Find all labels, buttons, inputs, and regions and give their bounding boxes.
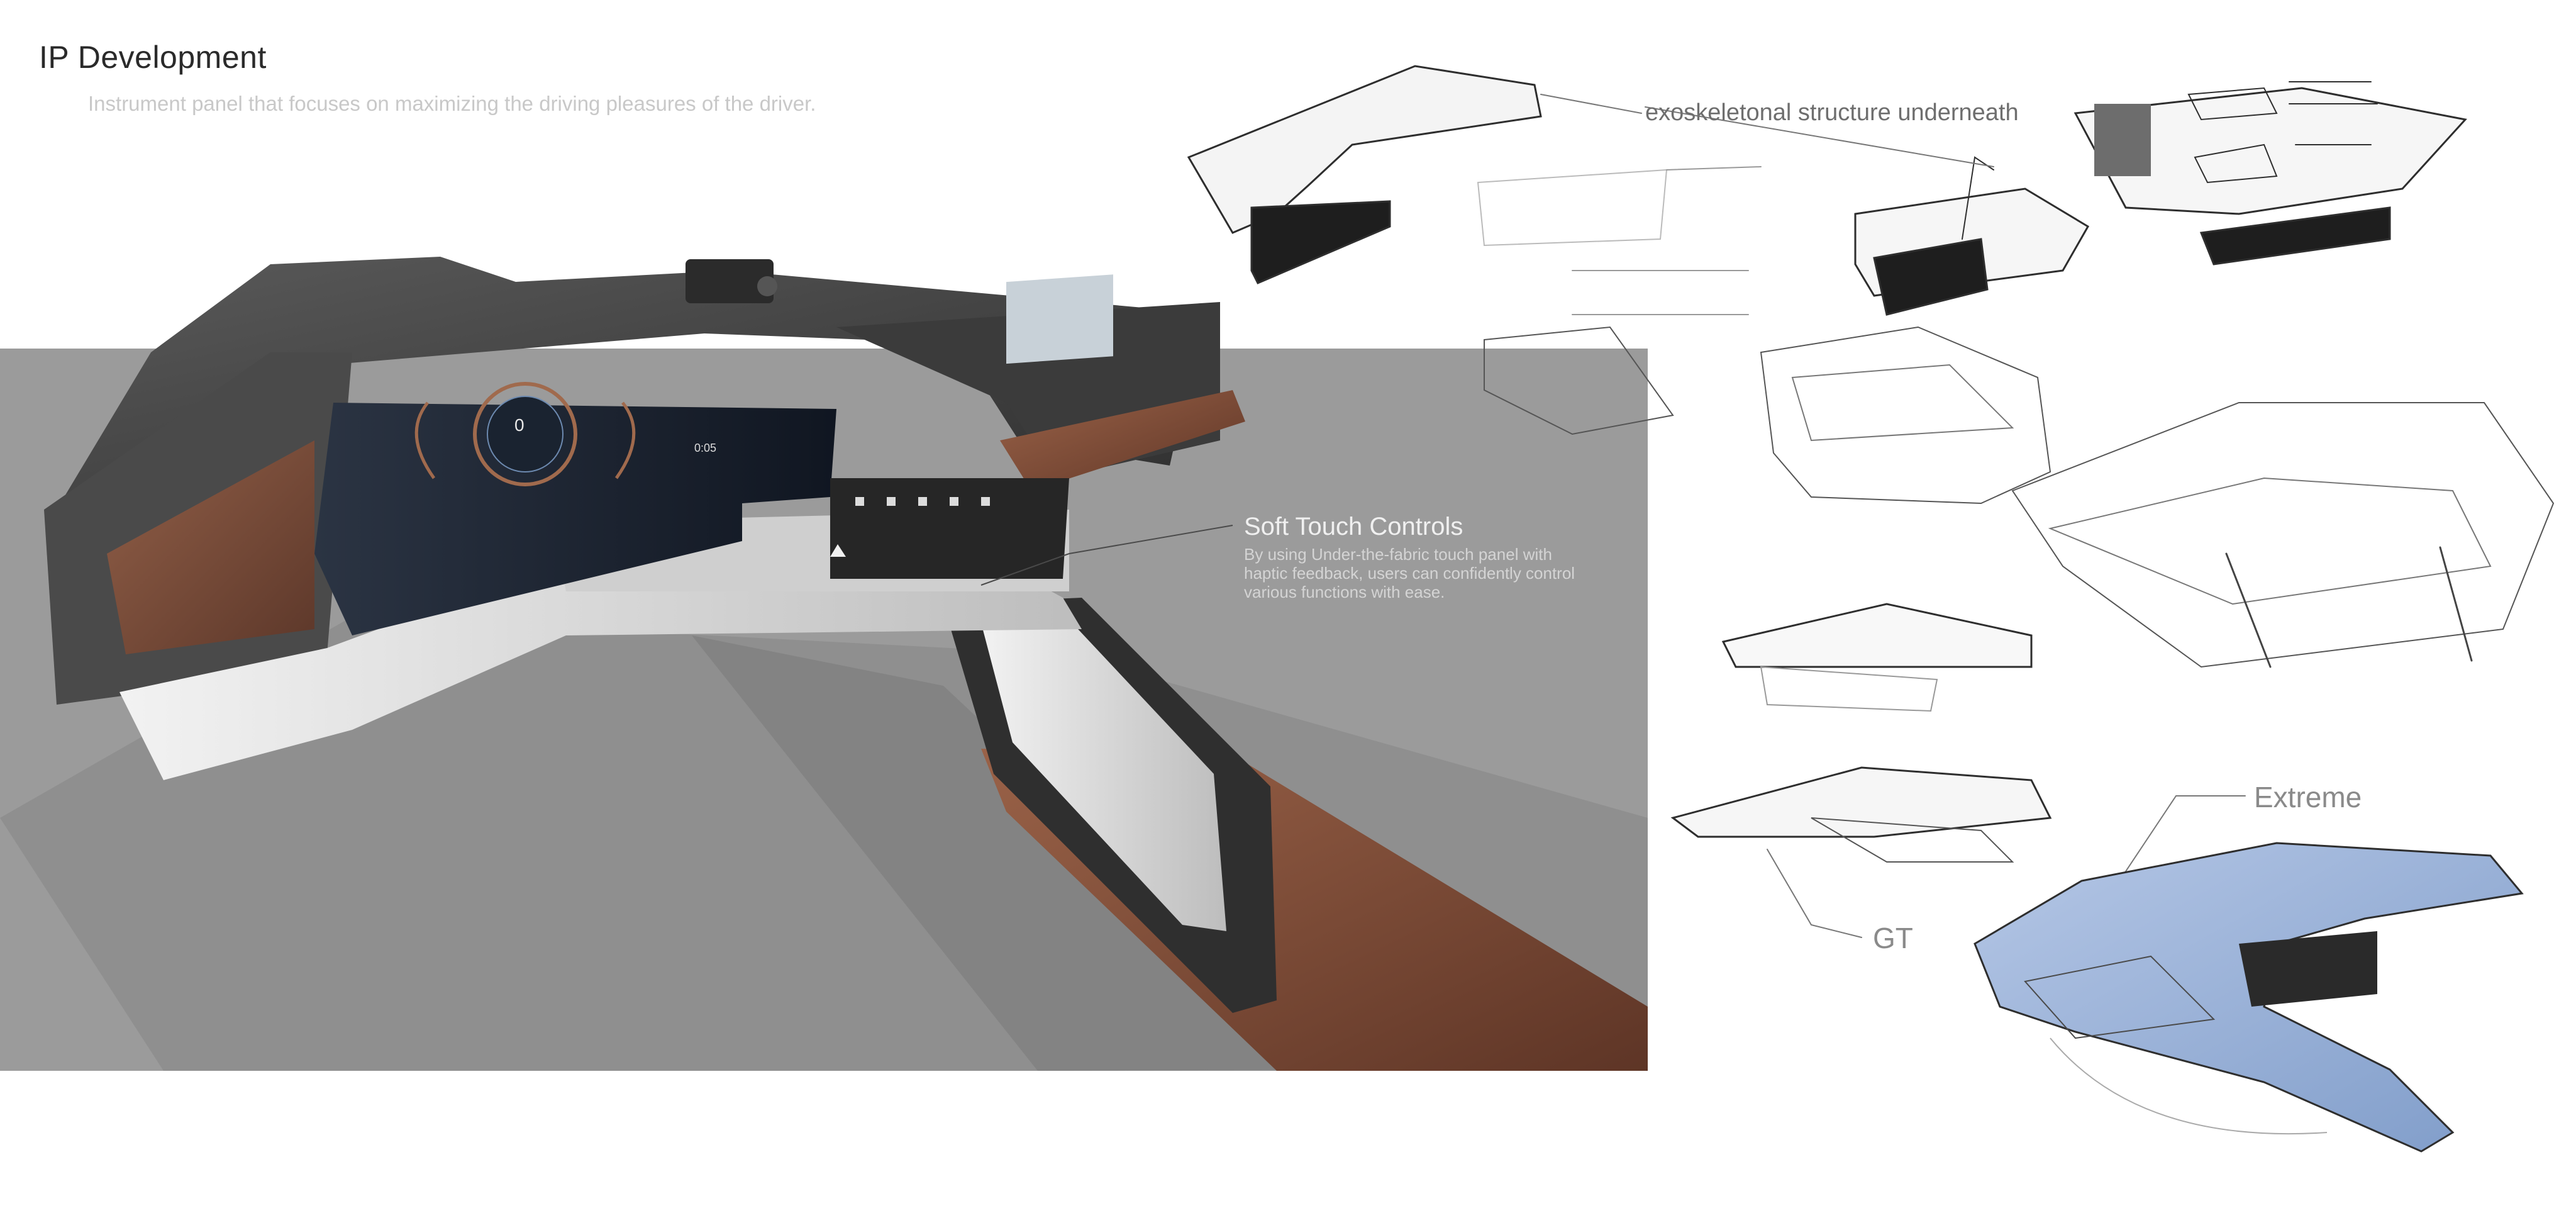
passenger-screen xyxy=(1006,274,1113,364)
dash-fabric-lower xyxy=(119,560,1082,780)
page-subtitle: Instrument panel that focuses on maximiz… xyxy=(88,92,816,115)
speed-readout: 0 xyxy=(514,415,525,435)
thumb-swatch xyxy=(2094,104,2151,176)
camera-pod xyxy=(686,259,774,303)
cluster-screen xyxy=(314,403,836,635)
gt-label: GT xyxy=(1873,922,1913,954)
soft-touch-title: Soft Touch Controls xyxy=(1244,513,1463,540)
gauge-ring xyxy=(473,382,577,486)
extreme-blue-form xyxy=(1974,842,2524,1153)
dash-top xyxy=(57,257,1220,510)
extreme-label: Extreme xyxy=(2254,781,2362,813)
page-title: IP Development xyxy=(39,40,267,75)
soft-touch-description: By using Under-the-fabric touch panel wi… xyxy=(1244,545,1575,601)
control-strip xyxy=(830,478,1069,579)
time-readout: 0:05 xyxy=(694,442,717,454)
dash-leather-strip xyxy=(1000,390,1245,491)
exoskeleton-label: exoskeletonal structure underneath xyxy=(1645,99,2019,126)
sketch-group xyxy=(1187,65,2555,938)
